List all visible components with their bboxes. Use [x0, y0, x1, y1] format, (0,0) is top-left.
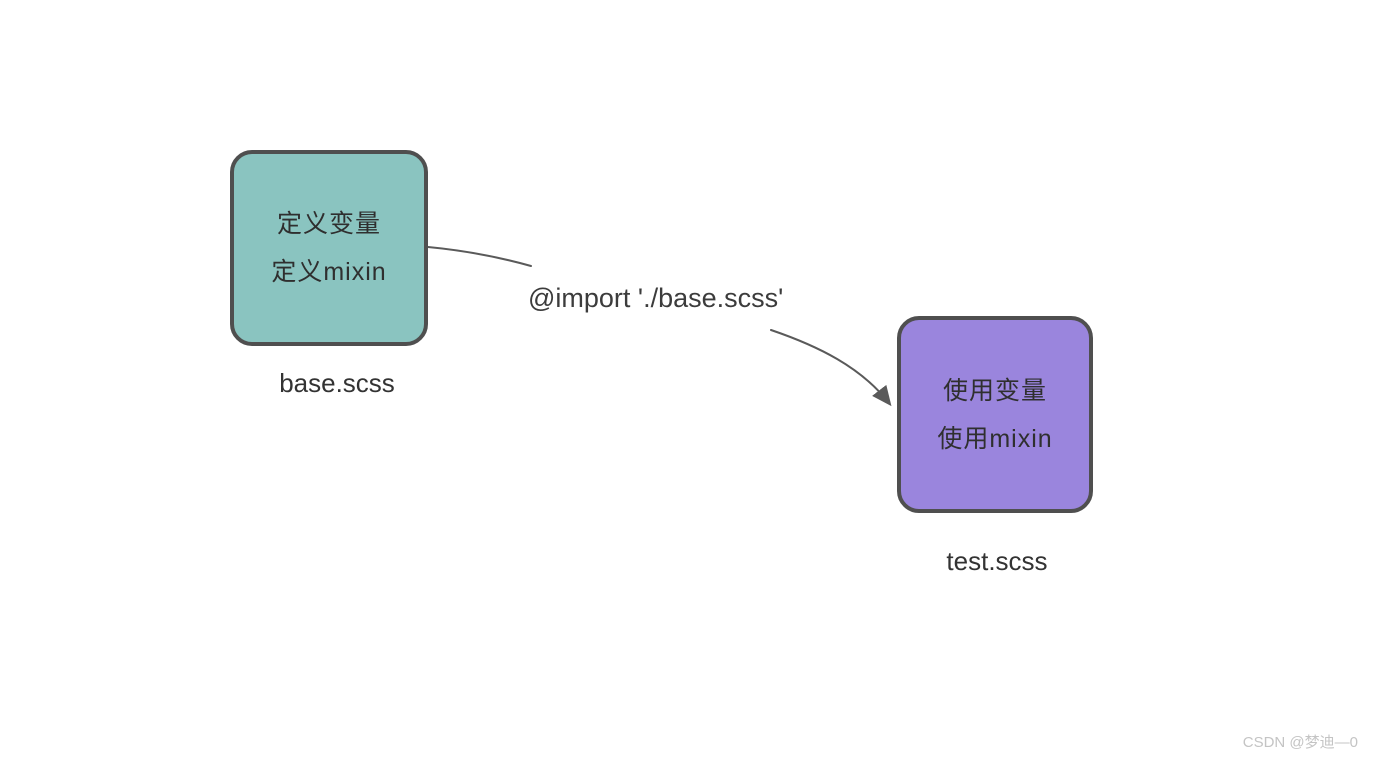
- node-test-text-line2: 使用mixin: [937, 424, 1053, 453]
- edge-label: @import './base.scss': [528, 283, 784, 313]
- node-base-text-line1: 定义变量: [276, 210, 381, 238]
- node-test-text-line1: 使用变量: [942, 376, 1047, 405]
- edge-segment-end: [770, 329, 892, 407]
- edge-segment-start: [427, 246, 532, 267]
- node-base-scss: 定义变量 定义mixin: [230, 150, 428, 346]
- node-test-scss: 使用变量 使用mixin: [897, 316, 1093, 513]
- watermark: CSDN @梦迪—0: [1242, 734, 1358, 751]
- node-base-label: base.scss: [279, 368, 395, 398]
- node-test-label: test.scss: [946, 546, 1048, 576]
- node-base-text-line2: 定义mixin: [271, 258, 387, 286]
